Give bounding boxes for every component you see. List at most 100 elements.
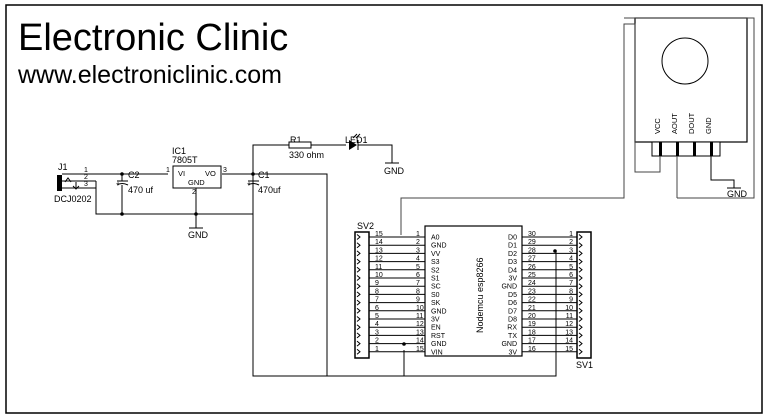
sv1-pin-number: 11	[566, 313, 573, 320]
c1-value: 470uf	[258, 185, 281, 195]
sv2-pin-arrow-icon	[356, 250, 361, 257]
sv1-pin-number: 9	[569, 297, 573, 304]
sensor-pin-aout: AOUT	[670, 113, 679, 134]
sv1-pin-arrow-icon	[578, 340, 583, 347]
nodemcu-right-pin-name: D3	[508, 259, 517, 266]
sv2-label: SV2	[357, 221, 374, 231]
sv1-pin-arrow-icon	[578, 324, 583, 331]
sv2-pin-number: 2	[375, 338, 379, 345]
sv1-pin-number: 8	[569, 288, 573, 295]
sv1-pin-arrow-icon	[578, 332, 583, 339]
sv1-pin-number: 7	[569, 280, 573, 287]
sv1-pin-arrow-icon	[578, 291, 583, 298]
nodemcu-right-pin-name: D6	[508, 300, 517, 307]
sv1-pin-number: 4	[569, 256, 573, 263]
nodemcu-right-pin-number: 25	[528, 272, 536, 279]
j1-pin-3: 3	[84, 181, 88, 188]
sv1-pin-arrow-icon	[578, 283, 583, 290]
sv1-pin-number: 3	[569, 247, 573, 254]
junction-dot-gnd-rail	[194, 212, 198, 216]
nodemcu-left-pin-name: S2	[431, 267, 440, 274]
wire-jack-gnd-join	[92, 180, 97, 188]
ic1-pin-1: 1	[166, 167, 170, 174]
sv2-pin-arrow-icon	[356, 266, 361, 273]
sv2-pin-arrow-icon	[356, 340, 361, 347]
nodemcu-left-pin-name: S3	[431, 259, 440, 266]
nodemcu-right-pin-name: D8	[508, 317, 517, 324]
sv1-pin-arrow-icon	[578, 258, 583, 265]
ic1-pin-2: 2	[192, 189, 196, 196]
nodemcu-left-pin-number: 12	[416, 321, 424, 328]
nodemcu-right-pin-number: 24	[528, 280, 536, 287]
nodemcu-right-pin-number: 26	[528, 264, 536, 271]
sv1-pin-arrow-icon	[578, 250, 583, 257]
led-led1: LED1 GND	[345, 133, 405, 176]
resistor-r1: R1 330 ohm	[288, 135, 346, 160]
sensor-pin-gnd: GND	[704, 117, 713, 134]
sv2-pin-number: 6	[375, 305, 379, 312]
nodemcu-left-pin-number: 11	[416, 313, 423, 320]
sensor-module: VCC AOUT DOUT GND	[634, 17, 748, 157]
sv2-pin-number: 7	[375, 297, 379, 304]
nodemcu-right-pin-number: 21	[528, 305, 536, 312]
junction-dot-gnd	[402, 342, 406, 346]
sensor-header	[651, 141, 721, 157]
dc-jack-leads	[62, 173, 96, 189]
sv2-pin-arrow-icon	[356, 275, 361, 281]
nodemcu-right-pin-name: TX	[508, 333, 517, 340]
nodemcu-left-pin-name: S1	[431, 276, 440, 283]
wire-sensor-vcc	[400, 23, 661, 235]
wire-sensor-loop	[624, 17, 755, 199]
nodemcu-right-pin-number: 19	[528, 321, 536, 328]
nodemcu-left-pin-name: A0	[431, 235, 440, 242]
nodemcu-left-pin-name: RST	[431, 333, 446, 340]
sv1-pin-arrow-icon	[578, 242, 583, 249]
wire-gnd-rail-left	[95, 188, 196, 215]
nodemcu-label: Nodemcu esp8266	[475, 257, 485, 333]
nodemcu-left-pin-name: S0	[431, 292, 440, 299]
sv1-pin-arrow-icon	[578, 348, 583, 355]
sv1-pin-number: 12	[565, 321, 573, 328]
c2-value: 470 uf	[128, 185, 154, 195]
led-triangle-icon	[349, 140, 357, 150]
nodemcu-right-pin-number: 16	[528, 346, 536, 353]
j1-pin-2: 2	[84, 174, 88, 181]
capacitor-c2: + C2 470 uf	[116, 170, 154, 214]
nodemcu-left-pin-name: GND	[431, 243, 447, 250]
led1-label: LED1	[345, 135, 368, 145]
nodemcu-left-pin-number: 10	[416, 305, 424, 312]
sv2-pin-arrow-icon	[356, 291, 361, 298]
power-wiring	[92, 144, 405, 377]
sv2-pin-number: 13	[375, 247, 383, 254]
sv1-pin-arrow-icon	[578, 266, 583, 273]
ic1-vi: VI	[178, 169, 185, 178]
nodemcu-left-pin-number: 6	[416, 272, 420, 279]
nodemcu-right-pin-name: D4	[508, 267, 517, 274]
nodemcu-left-pin-number: 4	[416, 256, 420, 263]
sv2-pin-number: 15	[375, 231, 383, 238]
nodemcu-right-pin-name: D5	[508, 292, 517, 299]
nodemcu-module: Nodemcu esp8266 A01GND2VV3S34S25S16SC7S0…	[369, 225, 577, 357]
nodemcu-left-pin-name: 3V	[431, 317, 440, 324]
nodemcu-left-pin-name: GND	[431, 341, 447, 348]
sv2-pin-number: 5	[375, 313, 379, 320]
sv2-pin-number: 9	[375, 280, 379, 287]
nodemcu-right-pin-name: RX	[507, 325, 517, 332]
sv2-pin-number: 14	[375, 239, 383, 246]
nodemcu-right-pin-name: D0	[508, 235, 517, 242]
sv2-pin-arrow-icon	[356, 348, 361, 355]
capacitor-c1: + C1 470uf	[196, 170, 281, 215]
sv1-pin-number: 6	[569, 272, 573, 279]
dc-jack-body	[57, 175, 62, 191]
header-title: Electronic Clinic	[18, 17, 288, 59]
dc-jack-arrow-icon	[72, 182, 80, 190]
nodemcu-left-pin-number: 1	[416, 231, 420, 238]
led-light-rays-icon	[352, 133, 361, 139]
sv2-pin-arrow-icon	[356, 283, 361, 290]
ground-symbol-main: GND	[188, 227, 209, 240]
nodemcu-right-pin-name: D7	[508, 308, 517, 315]
sv1-pin-number: 1	[569, 231, 573, 238]
